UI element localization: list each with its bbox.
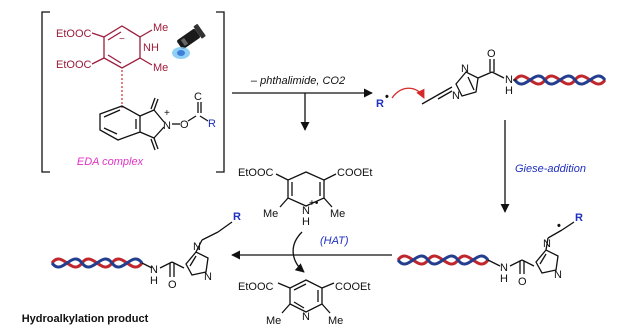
final-h: H — [150, 275, 158, 287]
complex-n: N — [163, 120, 171, 132]
final-product-caption: Hydroalkylation product — [22, 313, 149, 325]
final-n2: N — [204, 271, 212, 283]
pyridine-me-left: Me — [266, 315, 281, 327]
left-bracket — [41, 11, 50, 173]
dna-helix-icon — [50, 257, 144, 269]
final-o: O — [168, 279, 177, 291]
pyridine-byproduct — [277, 279, 335, 314]
pyridine-n: N — [302, 311, 310, 323]
top-product-o: O — [487, 48, 496, 60]
radical-attack-arrow — [391, 87, 425, 99]
adduct-h: H — [500, 273, 508, 285]
radical-dot: • — [385, 91, 389, 103]
complex-o-ester: O — [180, 119, 189, 131]
dna-helix-icon — [513, 74, 607, 86]
alkyl-radical: R • — [376, 87, 425, 110]
final-r: R — [233, 211, 241, 223]
radical-adduct — [487, 221, 575, 274]
arrow-hat-label: (HAT) — [320, 235, 349, 247]
dhp-ester-left: EtOOC — [238, 167, 274, 179]
flashlight-icon — [172, 24, 206, 59]
pyridine-ester-left: EtOOC — [238, 281, 274, 293]
dna-helix-icon — [396, 254, 490, 266]
vinyl-imidazole-dna — [421, 59, 505, 105]
dhp-n: N — [302, 205, 310, 217]
adduct-dot: • — [557, 220, 561, 232]
radical-r: R — [376, 98, 384, 110]
dhp-me-left: Me — [263, 208, 278, 220]
adduct-nh: N — [500, 262, 508, 274]
hantzsch-ester — [91, 25, 153, 69]
pyridine-ester-right: COOEt — [335, 281, 370, 293]
complex-r-group: R — [208, 118, 216, 130]
right-bracket — [216, 11, 225, 173]
arrow-top-label: – phthalimide, CO2 — [250, 75, 345, 87]
complex-c-ester: C — [194, 91, 202, 103]
dhp-me-right: Me — [330, 208, 345, 220]
top-product-h: H — [505, 85, 513, 97]
complex-minus: − — [119, 34, 125, 45]
complex-ester-top: EtOOC — [56, 28, 92, 40]
dhp-charge: +• — [309, 198, 319, 209]
arrow-giese-label: Giese-addition — [515, 163, 586, 175]
complex-ester-bottom: EtOOC — [56, 59, 92, 71]
final-nh: N — [150, 264, 158, 276]
top-product-nh: N — [505, 74, 513, 86]
adduct-o: O — [518, 276, 527, 288]
final-n1: N — [193, 241, 201, 253]
adduct-n1: N — [543, 238, 551, 250]
dhp-ester-right: COOEt — [337, 167, 372, 179]
complex-nh: NH — [143, 42, 159, 54]
phthalimide-ester — [99, 97, 209, 151]
hydroalkylation-product — [141, 221, 233, 277]
complex-plus: + — [164, 108, 170, 119]
eda-complex: EtOOC EtOOC Me Me NH − — [41, 11, 225, 173]
arrow-hat-curve — [292, 231, 305, 273]
adduct-n2: N — [554, 269, 562, 281]
adduct-r: R — [575, 212, 583, 224]
complex-me-top: Me — [153, 22, 168, 34]
eda-complex-caption: EDA complex — [77, 156, 144, 168]
complex-me-bottom: Me — [153, 62, 168, 74]
pyridine-me-right: Me — [328, 315, 343, 327]
dhp-radical-cation — [275, 171, 337, 208]
top-product-n1: N — [452, 90, 460, 102]
top-product-n2: N — [461, 63, 469, 75]
dhp-h: H — [302, 216, 310, 228]
